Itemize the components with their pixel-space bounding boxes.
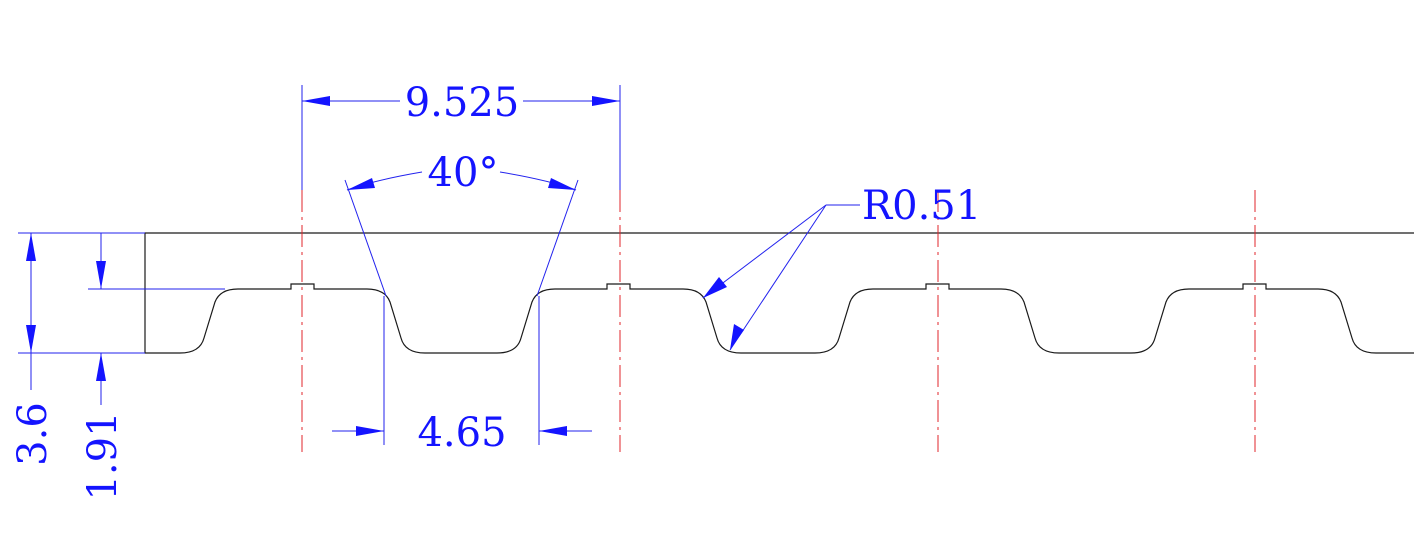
pitch-dimension: 9.525 [301, 80, 621, 190]
angle-label: 40° [428, 150, 499, 196]
belt-outline [144, 232, 1414, 354]
radius-arrow-upper [703, 277, 727, 298]
pitch-arrow-right [592, 96, 620, 106]
tooth-width-dimension: 4.65 [332, 296, 592, 456]
tooth-height-label: 1.91 [80, 411, 126, 500]
tooth-height-dimension: 1.91 [80, 233, 126, 501]
pitch-arrow-left [302, 96, 330, 106]
radius-arrow-lower [730, 324, 744, 350]
tooth-width-arrow-left [356, 426, 384, 436]
total-height-label: 3.6 [10, 402, 56, 466]
angle-arrow-right [548, 178, 576, 190]
tooth-height-arrow-bottom [96, 353, 106, 381]
tooth-width-arrow-right [539, 426, 567, 436]
tooth-width-label: 4.65 [417, 410, 506, 456]
radius-label: R0.51 [862, 183, 981, 229]
total-height-arrow-bottom [26, 325, 36, 353]
angle-arrow-left [347, 178, 375, 190]
radius-callout: R0.51 [702, 183, 981, 351]
belt-body [144, 232, 1414, 354]
total-height-dimension: 3.6 [10, 233, 56, 466]
angle-dimension: 40° [344, 150, 579, 297]
total-height-arrow-top [26, 233, 36, 261]
tooth-height-arrow-top [96, 261, 106, 289]
height-extension-lines [18, 232, 225, 354]
pitch-label: 9.525 [405, 80, 520, 126]
centerlines [301, 190, 1256, 452]
